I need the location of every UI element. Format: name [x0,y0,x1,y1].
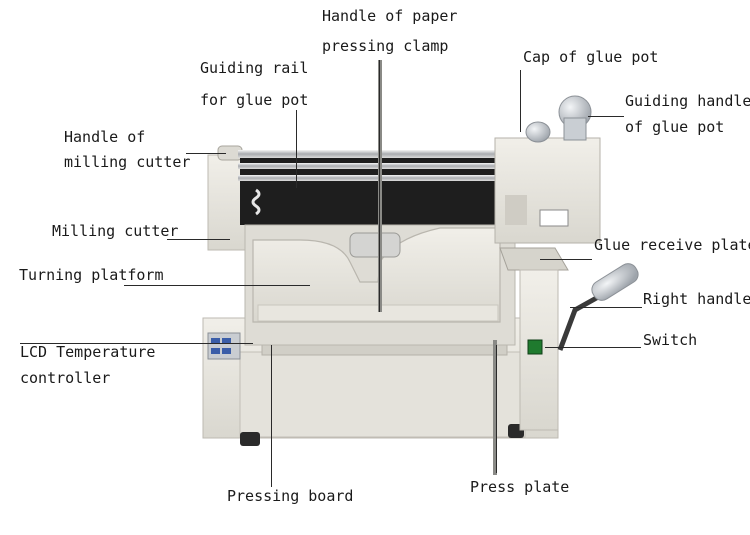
label-handle-milling-line2: milling cutter [64,153,191,171]
paper-clamp-rod [378,60,382,312]
label-right-handle: Right handle [643,290,750,308]
coiled-cable [251,188,261,216]
top-frame [240,150,505,225]
press-plate-rod [493,340,497,475]
leader-guiding-handle [588,116,624,117]
guiding-rail-low [238,175,503,181]
glue-pot-housing [494,137,601,244]
label-glue-receive-plate: Glue receive plate [594,236,750,254]
leader-press-plate [496,345,497,473]
leader-guiding-rail [296,110,297,188]
right-handle-grip [591,263,639,301]
label-milling-cutter: Milling cutter [52,222,179,240]
label-pressing-board: Pressing board [227,487,354,505]
switch-body [527,339,543,355]
label-cap-glue-pot: Cap of glue pot [523,48,659,66]
label-turning-platform: Turning platform [19,266,164,284]
label-guiding-rail-line1: Guiding rail [200,59,309,77]
paper-clamp-handle-bar [349,232,401,258]
label-guiding-handle-line1: Guiding handle [625,92,750,110]
leader-switch [545,347,641,348]
leader-cap-glue-pot [520,70,521,132]
foot-left [240,432,260,446]
label-guiding-handle-line2: of glue pot [625,118,725,136]
label-press-plate: Press plate [470,478,570,496]
label-handle-paper-clamp-line2: pressing clamp [322,37,449,55]
glue-receive-plate [499,247,569,271]
right-handle-arm [557,293,602,351]
label-lcd-line2: controller [20,369,111,387]
guiding-rail-top [238,150,503,158]
label-guiding-rail-line2: for glue pot [200,91,309,109]
leader-lcd [20,343,253,344]
leader-milling-cutter [167,239,230,240]
leader-milling-handle [186,153,226,154]
leader-pressing-board [271,345,272,487]
label-handle-milling-line1: Handle of [64,128,146,146]
leader-right-handle [570,307,642,308]
leader-turning-platform [124,285,310,286]
lcd-controller [207,332,241,360]
base-front-panel [239,351,526,438]
leader-glue-receive [540,259,592,260]
label-handle-paper-clamp-line1: Handle of paper [322,7,458,25]
glue-pot-cap [525,121,551,143]
guiding-rail-mid [238,163,503,169]
label-lcd-line1: LCD Temperature [20,343,156,361]
label-switch: Switch [643,331,698,349]
leader-paper-clamp [379,60,380,312]
